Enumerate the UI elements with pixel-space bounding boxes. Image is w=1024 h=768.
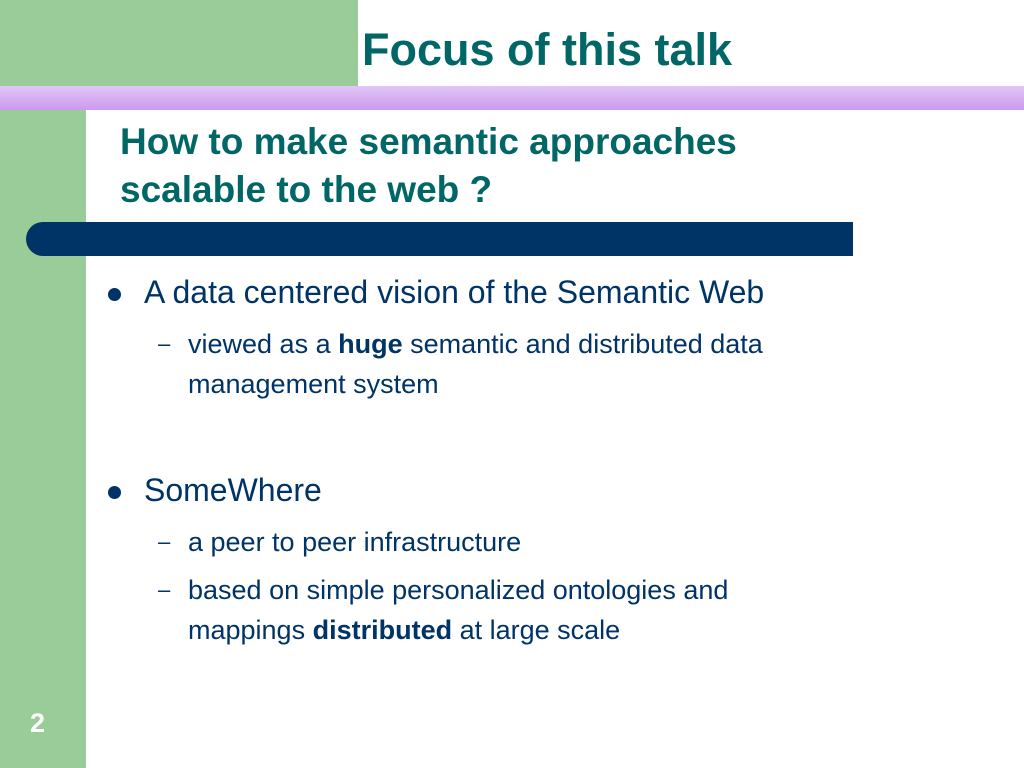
green-side-strip <box>0 110 86 768</box>
subtitle-line-1: How to make semantic approaches <box>120 121 737 162</box>
green-header-block <box>0 0 358 86</box>
sub-bullet-item: – viewed as a huge semantic and distribu… <box>104 324 1004 404</box>
subtitle-line-2: scalable to the web ? <box>120 169 493 210</box>
sub-text-bold: huge <box>338 329 403 359</box>
purple-divider-band <box>0 86 1024 110</box>
slide-body: A data centered vision of the Semantic W… <box>104 272 1004 650</box>
slide-subtitle: How to make semantic approaches scalable… <box>120 118 920 214</box>
dash-icon: – <box>158 529 171 554</box>
sub-text-pre: mappings <box>188 615 313 645</box>
bullet-text: A data centered vision of the Semantic W… <box>144 274 765 310</box>
bullet-item: SomeWhere <box>104 470 1004 510</box>
dash-icon: – <box>158 331 171 356</box>
sub-bullet-item: – a peer to peer infrastructure <box>104 522 1004 562</box>
sub-text: a peer to peer infrastructure <box>188 527 522 557</box>
sub-text-post: semantic and distributed data <box>402 329 763 359</box>
slide-title: Focus of this talk <box>362 24 733 75</box>
bullet-dot-icon <box>108 288 121 301</box>
bullet-text: SomeWhere <box>144 472 322 508</box>
sub-text-line1: based on simple personalized ontologies … <box>188 575 729 605</box>
sub-text-bold: distributed <box>312 615 453 645</box>
page-number: 2 <box>30 708 46 738</box>
sub-text-line2: management system <box>188 369 439 399</box>
dash-icon: – <box>158 577 171 602</box>
sub-text-post: at large scale <box>452 615 621 645</box>
navy-accent-bar <box>26 222 853 256</box>
sub-text-pre: viewed as a <box>188 329 339 359</box>
bullet-dot-icon <box>108 486 121 499</box>
bullet-item: A data centered vision of the Semantic W… <box>104 272 1004 312</box>
sub-bullet-item: – based on simple personalized ontologie… <box>104 570 1004 650</box>
